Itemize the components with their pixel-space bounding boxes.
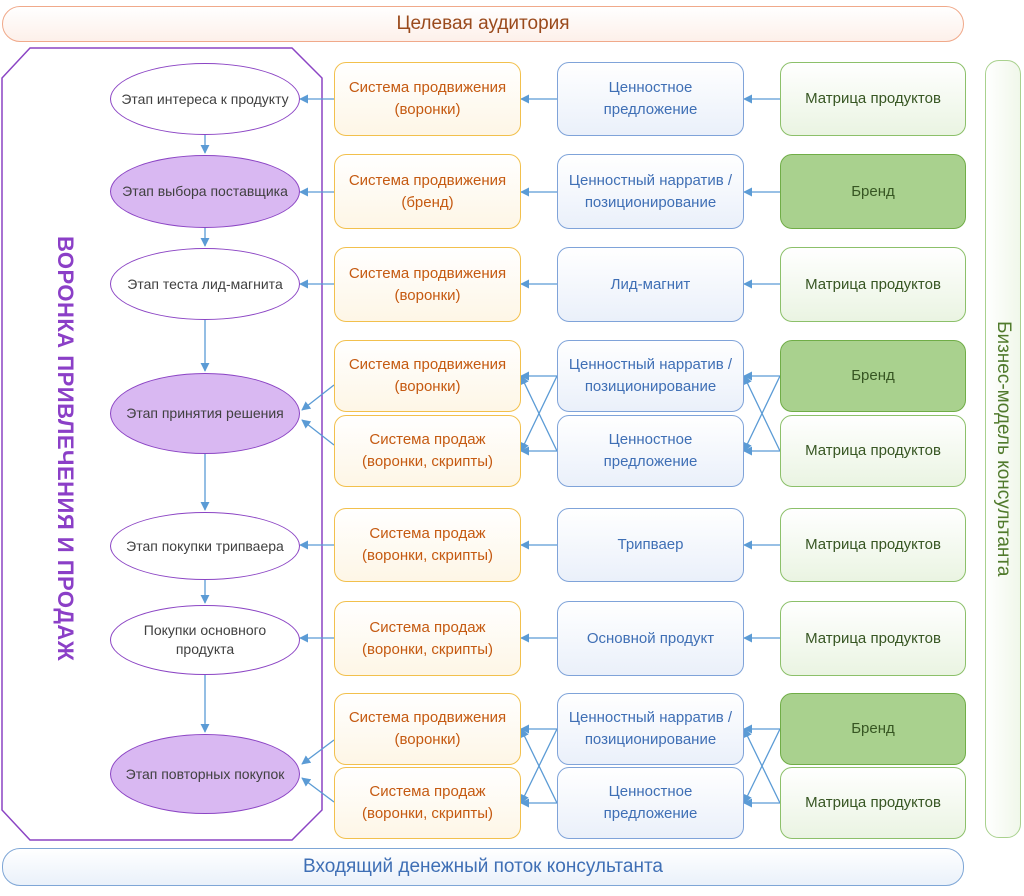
business-model-label: Бизнес-модель консультанта xyxy=(993,321,1014,577)
value-box: Ценностный нарратив / позиционирование xyxy=(557,340,744,412)
stage-lead-magnet-test: Этап теста лид-магнита xyxy=(110,248,300,320)
brand-box: Бренд xyxy=(780,340,966,412)
product-matrix-box: Матрица продуктов xyxy=(780,247,966,322)
product-matrix-box: Матрица продуктов xyxy=(780,62,966,136)
system-box: Система продвижения (воронки) xyxy=(334,247,521,322)
value-box: Трипваер xyxy=(557,508,744,582)
funnel-title-wrap: ВОРОНКА ПРИВЛЕЧЕНИЯ И ПРОДАЖ xyxy=(40,60,90,838)
system-box: Система продаж (воронки, скрипты) xyxy=(334,508,521,582)
product-matrix-box: Матрица продуктов xyxy=(780,601,966,676)
value-box: Ценностное предложение xyxy=(557,767,744,839)
stage-supplier-choice: Этап выбора поставщика xyxy=(110,155,300,228)
stage-repeat-purchases: Этап повторных покупок xyxy=(110,734,300,814)
brand-box: Бренд xyxy=(780,154,966,229)
funnel-title: ВОРОНКА ПРИВЛЕЧЕНИЯ И ПРОДАЖ xyxy=(53,236,78,662)
target-audience-banner: Целевая аудитория xyxy=(2,6,964,42)
product-matrix-box: Матрица продуктов xyxy=(780,415,966,487)
system-box: Система продвижения (воронки) xyxy=(334,693,521,765)
value-box: Лид-магнит xyxy=(557,247,744,322)
system-box: Система продаж (воронки, скрипты) xyxy=(334,767,521,839)
system-box: Система продвижения (воронки) xyxy=(334,62,521,136)
stage-interest: Этап интереса к продукту xyxy=(110,63,300,135)
stage-main-product: Покупки основного продукта xyxy=(110,605,300,675)
value-box: Ценностный нарратив / позиционирование xyxy=(557,693,744,765)
stage-decision: Этап принятия решения xyxy=(110,373,300,454)
system-box: Система продаж (воронки, скрипты) xyxy=(334,415,521,487)
stage-tripwire-purchase: Этап покупки трипваера xyxy=(110,512,300,580)
value-box: Ценностное предложение xyxy=(557,415,744,487)
product-matrix-box: Матрица продуктов xyxy=(780,508,966,582)
system-box: Система продаж (воронки, скрипты) xyxy=(334,601,521,676)
brand-box: Бренд xyxy=(780,693,966,765)
business-model-label-wrap: Бизнес-модель консультанта xyxy=(985,60,1021,838)
value-box: Основной продукт xyxy=(557,601,744,676)
business-model-panel xyxy=(985,60,1021,838)
cash-flow-banner: Входящий денежный поток консультанта xyxy=(2,848,964,886)
system-box: Система продвижения (бренд) xyxy=(334,154,521,229)
product-matrix-box: Матрица продуктов xyxy=(780,767,966,839)
system-box: Система продвижения (воронки) xyxy=(334,340,521,412)
value-box: Ценностный нарратив / позиционирование xyxy=(557,154,744,229)
value-box: Ценностное предложение xyxy=(557,62,744,136)
